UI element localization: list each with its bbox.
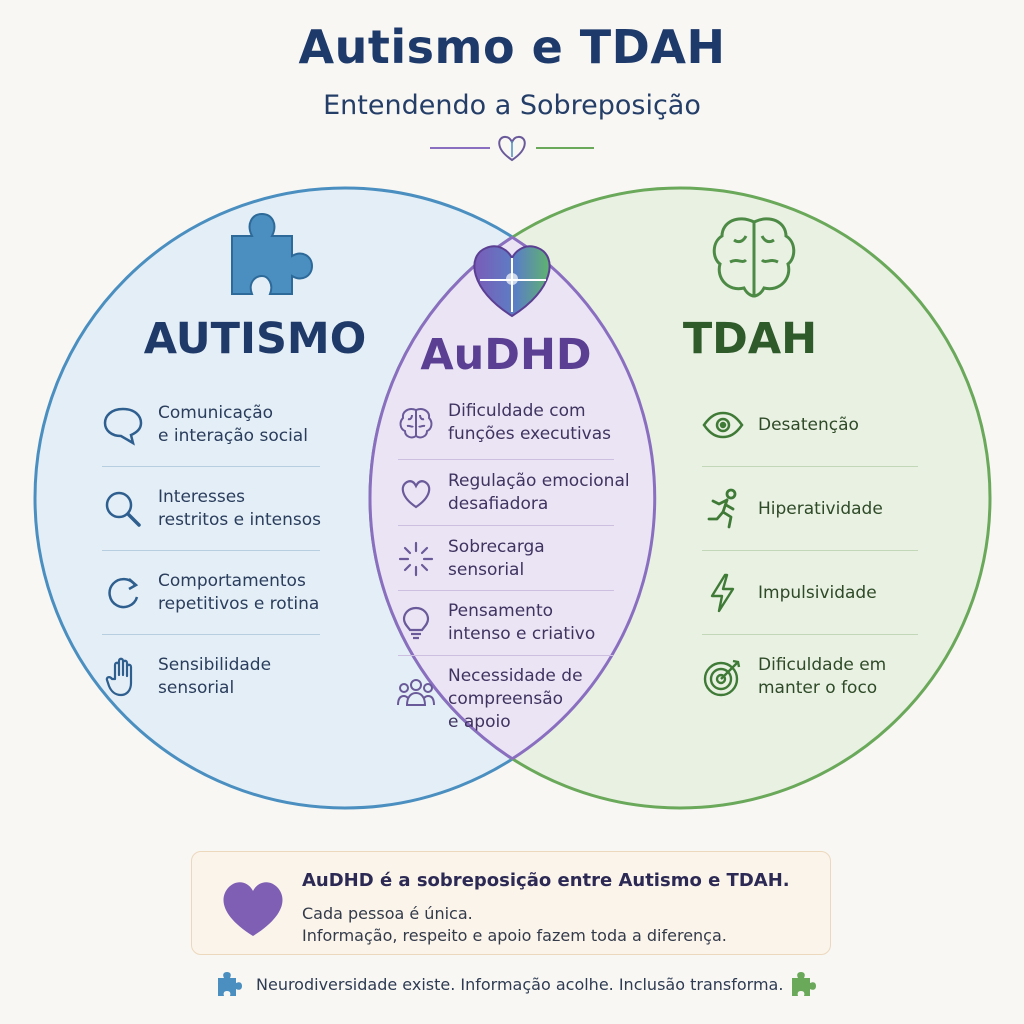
- info-box: AuDHD é a sobreposição entre Autismo e T…: [191, 851, 831, 955]
- target-icon: [700, 654, 746, 700]
- divider: [102, 550, 320, 551]
- divider: [102, 466, 320, 467]
- brain-icon: [396, 400, 436, 446]
- tdah-item: Impulsividade: [700, 570, 877, 616]
- divider: [398, 655, 614, 656]
- burst-icon: [396, 536, 436, 582]
- hand-icon: [100, 654, 146, 700]
- puzzle-piece-icon: [790, 972, 816, 1002]
- eye-icon: [700, 402, 746, 448]
- puzzle-heart-icon: [473, 245, 551, 318]
- speech-bubble-icon: [100, 402, 146, 448]
- divider: [702, 634, 918, 635]
- divider: [398, 525, 614, 526]
- divider: [702, 550, 918, 551]
- page-subtitle: Entendendo a Sobreposição: [323, 90, 701, 121]
- autismo-arc-in-overlap: [511, 235, 657, 761]
- lightning-icon: [700, 570, 746, 616]
- divider: [398, 459, 614, 460]
- people-icon: [396, 669, 436, 715]
- heart-icon: [396, 470, 436, 516]
- magnifier-icon: [100, 486, 146, 532]
- tdah-item: Desatenção: [700, 402, 859, 448]
- lightbulb-icon: [396, 600, 436, 646]
- divider: [702, 466, 918, 467]
- tdah-title: TDAH: [682, 314, 818, 364]
- tdah-item: Hiperatividade: [700, 486, 883, 532]
- info-line: Informação, respeito e apoio fazem toda …: [302, 926, 727, 945]
- header-ornament: [430, 135, 594, 162]
- repeat-arrow-icon: [100, 570, 146, 616]
- divider: [398, 590, 614, 591]
- running-person-icon: [700, 486, 746, 532]
- audhd-overlap-region: [368, 188, 655, 808]
- divider: [102, 634, 320, 635]
- page-title: Autismo e TDAH: [298, 20, 726, 74]
- footer-text: Neurodiversidade existe. Informação acol…: [256, 975, 784, 994]
- puzzle-piece-icon: [216, 972, 242, 1002]
- puzzle-piece-icon: [231, 212, 314, 295]
- info-line: Cada pessoa é única.: [302, 904, 473, 923]
- autismo-title: AUTISMO: [143, 314, 367, 364]
- brain-icon: [712, 217, 796, 298]
- heart-icon: [218, 876, 288, 942]
- info-main-text: AuDHD é a sobreposição entre Autismo e T…: [302, 870, 790, 891]
- audhd-title: AuDHD: [420, 330, 592, 380]
